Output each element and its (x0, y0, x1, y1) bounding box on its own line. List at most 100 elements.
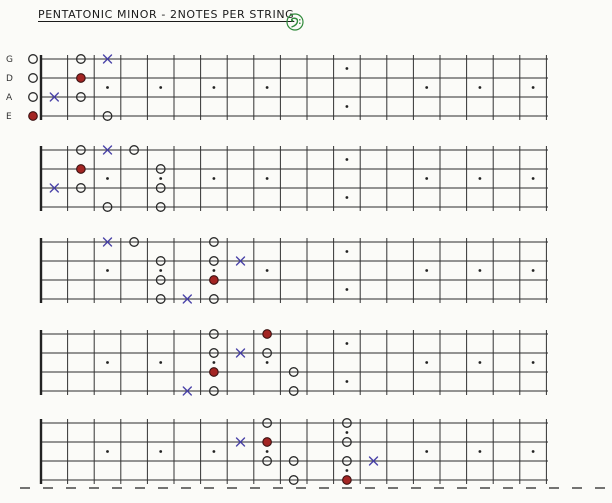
scale-note-mark (208, 294, 219, 304)
scale-note-mark (288, 456, 299, 466)
root-note-mark (262, 329, 272, 339)
inlay-dot (265, 361, 269, 364)
crossed-note-mark (235, 256, 246, 266)
scale-note-mark (208, 237, 219, 247)
crossed-note-mark (102, 237, 113, 247)
fretboard-diagram (39, 145, 548, 212)
root-note-mark (28, 111, 38, 121)
crossed-note-mark (235, 437, 246, 447)
inlay-dot (212, 450, 216, 453)
scale-note-mark (288, 475, 299, 485)
inlay-dot (265, 86, 269, 89)
inlay-dot (345, 431, 349, 434)
scale-note-mark (208, 348, 219, 358)
inlay-dot (106, 361, 109, 364)
scale-note-mark (75, 145, 86, 155)
string-label: G (6, 55, 13, 65)
bass-clef-icon (286, 13, 304, 31)
inlay-dot (265, 177, 269, 180)
scale-note-mark (75, 54, 86, 64)
string-label: E (6, 112, 12, 122)
scale-note-mark (28, 54, 38, 64)
inlay-dot (345, 288, 349, 291)
inlay-dot (345, 67, 349, 70)
scale-note-mark (341, 437, 352, 447)
scale-note-mark (129, 237, 140, 247)
crossed-note-mark (49, 183, 59, 193)
scale-note-mark (208, 329, 219, 339)
scale-note-mark (28, 92, 38, 102)
root-note-mark (209, 275, 219, 285)
crossed-note-mark (102, 54, 113, 64)
root-note-mark (342, 475, 352, 485)
inlay-dot (159, 177, 163, 180)
inlay-dot (478, 450, 482, 453)
crossed-note-mark (235, 348, 246, 358)
scale-note-mark (155, 183, 166, 193)
inlay-dot (345, 250, 349, 253)
inlay-dot (345, 380, 349, 383)
scale-note-mark (262, 456, 273, 466)
crossed-note-mark (182, 386, 193, 396)
fretboard-diagram (39, 418, 548, 485)
inlay-dot (425, 86, 429, 89)
inlay-dot (478, 269, 482, 272)
scale-note-mark (75, 183, 86, 193)
scale-note-mark (102, 111, 113, 121)
inlay-dot (531, 269, 535, 272)
inlay-dot (478, 177, 482, 180)
inlay-dot (212, 361, 216, 364)
fretboard-diagram (39, 329, 548, 396)
inlay-dot (478, 86, 482, 89)
inlay-dot (531, 86, 535, 89)
inlay-dot (478, 361, 482, 364)
scale-note-mark (102, 202, 113, 212)
crossed-note-mark (368, 456, 379, 466)
scale-note-mark (129, 145, 140, 155)
scale-note-mark (155, 256, 166, 266)
inlay-dot (345, 469, 349, 472)
inlay-dot (106, 450, 109, 453)
crossed-note-mark (182, 294, 193, 304)
inlay-dot (212, 86, 216, 89)
inlay-dot (425, 177, 429, 180)
inlay-dot (265, 450, 269, 453)
scale-note-mark (155, 294, 166, 304)
inlay-dot (159, 450, 163, 453)
string-label: A (6, 93, 13, 103)
root-note-mark (209, 367, 219, 377)
string-label: D (6, 74, 13, 84)
page-title: PENTATONIC MINOR - 2NOTES PER STRING (38, 8, 295, 21)
inlay-dot (106, 177, 109, 180)
scale-note-mark (208, 256, 219, 266)
root-note-mark (76, 73, 86, 83)
inlay-dot (345, 342, 349, 345)
scale-note-mark (288, 386, 299, 396)
scale-note-mark (155, 202, 166, 212)
inlay-dot (212, 177, 216, 180)
root-note-mark (76, 164, 86, 174)
fretboard-diagram (39, 237, 548, 304)
scale-note-mark (75, 92, 86, 102)
inlay-dot (345, 158, 349, 161)
inlay-dot (159, 361, 163, 364)
scale-note-mark (288, 367, 299, 377)
crossed-note-mark (49, 92, 59, 102)
crossed-note-mark (102, 145, 113, 155)
inlay-dot (106, 269, 109, 272)
inlay-dot (345, 196, 349, 199)
scale-note-mark (262, 418, 273, 428)
inlay-dot (531, 450, 535, 453)
inlay-dot (106, 86, 109, 89)
inlay-dot (425, 361, 429, 364)
scale-note-mark (155, 164, 166, 174)
scale-note-mark (208, 386, 219, 396)
inlay-dot (531, 177, 535, 180)
scale-note-mark (341, 418, 352, 428)
scale-note-mark (155, 275, 166, 285)
root-note-mark (262, 437, 272, 447)
inlay-dot (265, 269, 269, 272)
scale-note-mark (28, 73, 38, 83)
